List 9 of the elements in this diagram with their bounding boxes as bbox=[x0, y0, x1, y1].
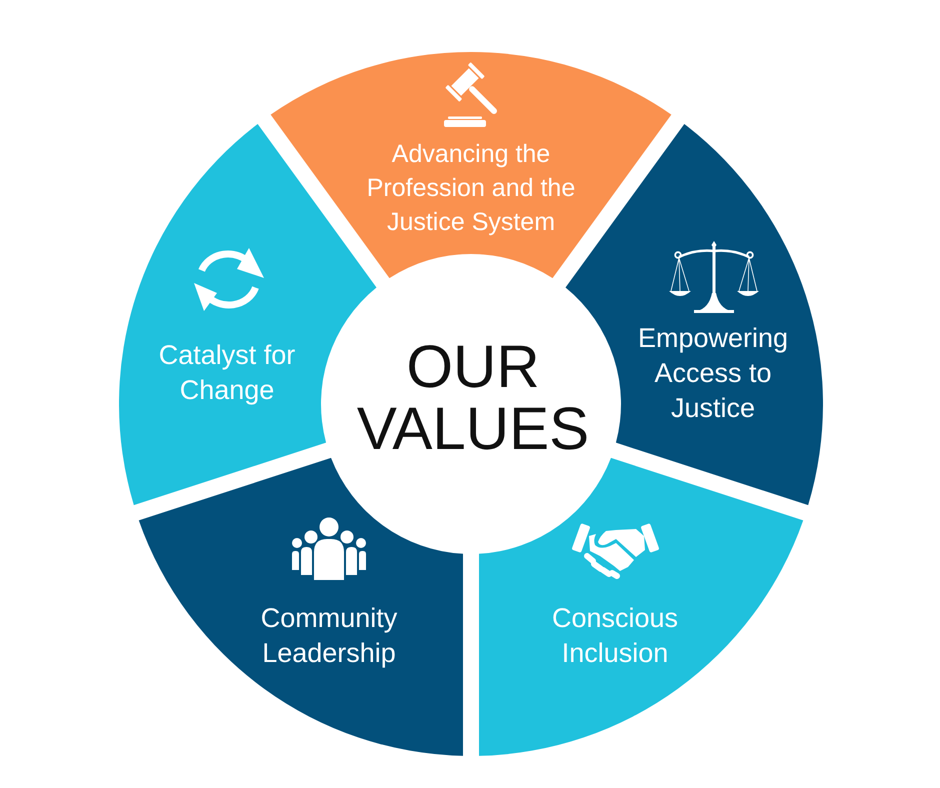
value-label: Catalyst for Change bbox=[158, 339, 296, 407]
value-label: Conscious Inclusion bbox=[550, 602, 680, 670]
value-label: Community Leadership bbox=[260, 602, 398, 670]
ring-segment bbox=[479, 457, 804, 756]
value-label: Empowering Access to Justice bbox=[636, 322, 790, 424]
ring-segment bbox=[138, 457, 463, 756]
ring-segment bbox=[270, 52, 672, 279]
center-title: OUR VALUES bbox=[356, 336, 590, 460]
value-label: Advancing the Profession and the Justice System bbox=[366, 139, 576, 238]
